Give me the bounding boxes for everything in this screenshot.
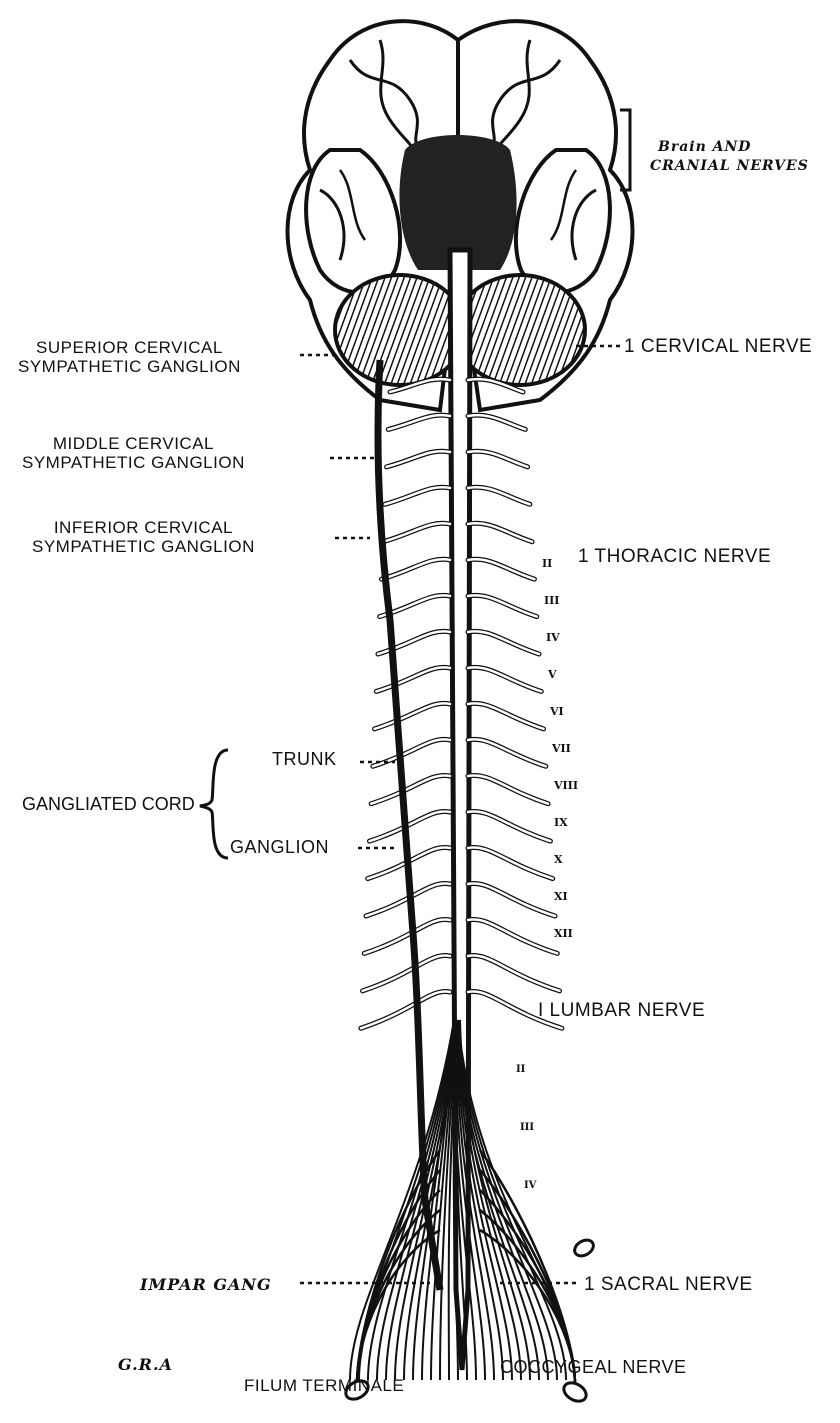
cervical-nerve-label: 1 CERVICAL NERVE: [624, 337, 812, 356]
filum-terminale-label: FILUM TERMINALE: [244, 1376, 404, 1395]
cerebellum-right: [455, 275, 585, 385]
middle-ganglion-line2: SYMPATHETIC GANGLION: [22, 453, 245, 472]
impar-label: IMPAR GANG: [140, 1275, 272, 1294]
superior-ganglion-label: SUPERIOR CERVICAL SYMPATHETIC GANGLION: [18, 338, 241, 376]
numeral-label: V: [547, 668, 557, 681]
numeral-label: II: [542, 557, 552, 570]
thoracic-nerve-label: 1 THORACIC NERVE: [578, 547, 771, 566]
numeral-label: IX: [554, 816, 568, 829]
lumbar-nerve-label: I LUMBAR NERVE: [538, 1001, 705, 1020]
inferior-ganglion-line1: INFERIOR CERVICAL: [32, 518, 255, 537]
sacral-nerve-label: 1 SACRAL NERVE: [584, 1275, 753, 1294]
nerve-right-inner: [468, 523, 532, 541]
lumbar-numeral-label: II: [516, 1064, 526, 1075]
numeral-label: III: [544, 594, 559, 607]
superior-ganglion-line2: SYMPATHETIC GANGLION: [18, 357, 241, 376]
nerve-right-inner: [468, 703, 544, 728]
trunk-label: TRUNK: [272, 750, 337, 769]
gangliated-cord-brace: [200, 750, 228, 858]
nerve-right-inner: [468, 667, 541, 691]
gangliated-cord-label: GANGLIATED CORD: [22, 795, 195, 814]
numeral-label: VIII: [553, 779, 578, 792]
ganglion-label: GANGLION: [230, 838, 329, 857]
numeral-label: X: [554, 853, 563, 866]
inferior-ganglion-line2: SYMPATHETIC GANGLION: [32, 537, 255, 556]
nerve-right-inner: [468, 631, 539, 654]
inferior-ganglion-label: INFERIOR CERVICAL SYMPATHETIC GANGLION: [32, 518, 255, 556]
nerve-right-inner: [468, 559, 534, 579]
signature: G.R.A: [118, 1355, 173, 1374]
nerve-left-inner: [361, 992, 450, 1029]
numeral-label: VI: [549, 705, 564, 718]
numeral-label: XI: [554, 890, 568, 903]
coccygeal-nerve-label: COCCYGEAL NERVE: [500, 1358, 687, 1377]
lumbar-numeral-label: IV: [524, 1180, 537, 1191]
brain-label: Brain AND CRANIAL NERVES: [650, 138, 809, 176]
cerebellum-left: [335, 275, 465, 385]
nerve-left-inner: [363, 956, 450, 991]
superior-ganglion-line1: SUPERIOR CERVICAL: [18, 338, 241, 357]
lumbar-numeral-label: III: [520, 1122, 534, 1133]
numeral-label: XII: [554, 927, 573, 940]
brain-label-line2: CRANIAL NERVES: [650, 157, 809, 176]
brain-label-line1: Brain AND: [658, 138, 809, 157]
numeral-label: VII: [551, 742, 571, 755]
nerve-right-inner: [468, 595, 537, 616]
nerve-left-inner: [364, 919, 450, 953]
numeral-label: IV: [546, 631, 560, 644]
nerve-left-inner: [383, 523, 450, 541]
middle-ganglion-line1: MIDDLE CERVICAL: [22, 434, 245, 453]
middle-ganglion-label: MIDDLE CERVICAL SYMPATHETIC GANGLION: [22, 434, 245, 472]
